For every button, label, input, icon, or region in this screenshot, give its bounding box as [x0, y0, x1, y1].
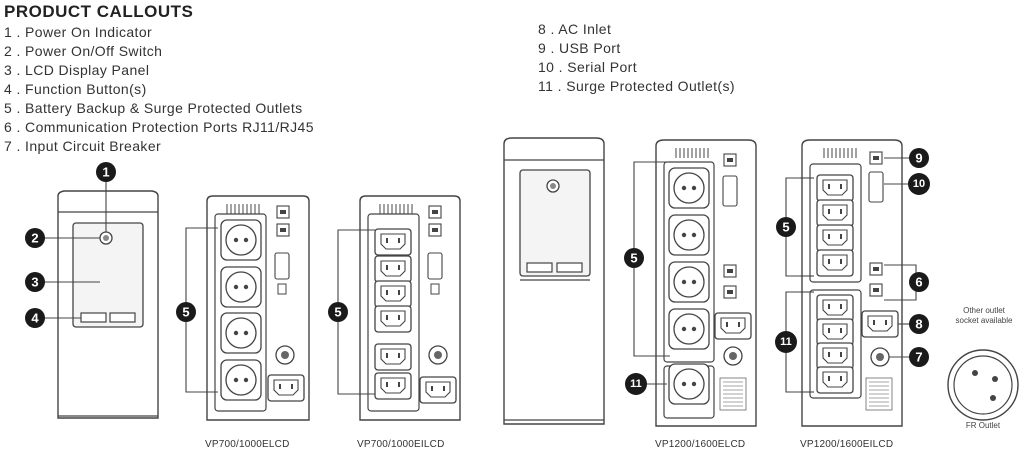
ups-rear-eilcd-large: [785, 139, 917, 427]
callout-list-left: 1 . Power On Indicator 2 . Power On/Off …: [4, 23, 314, 156]
callout-bubble-10: 10: [908, 173, 930, 195]
svg-text:11: 11: [630, 378, 642, 390]
fr-outlet-caption: FR Outlet: [965, 421, 1001, 430]
svg-text:6: 6: [915, 275, 922, 290]
callout-item: 1 . Power On Indicator: [4, 24, 153, 40]
ups-front-small: [44, 180, 159, 419]
callout-bubble-8: 8: [909, 314, 929, 334]
fr-outlet: [947, 349, 1019, 421]
svg-text:11: 11: [780, 336, 792, 348]
callout-item: 2 . Power On/Off Switch: [4, 43, 163, 59]
svg-text:5: 5: [334, 305, 341, 320]
svg-text:10: 10: [913, 178, 925, 190]
svg-text:8: 8: [915, 317, 922, 332]
callout-item: 10 . Serial Port: [538, 59, 637, 75]
ups-rear-elcd-small: [185, 195, 310, 421]
svg-text:5: 5: [182, 305, 189, 320]
model-caption: VP700/1000EILCD: [357, 439, 445, 450]
other-outlet-note: Other outlet socket available: [955, 306, 1013, 325]
svg-text:7: 7: [915, 350, 922, 365]
callout-item: 6 . Communication Protection Ports RJ11/…: [4, 119, 314, 135]
callout-list-right: 8 . AC Inlet 9 . USB Port 10 . Serial Po…: [538, 20, 735, 96]
svg-text:5: 5: [782, 220, 789, 235]
svg-text:1: 1: [102, 165, 109, 180]
svg-text:3: 3: [31, 275, 38, 290]
model-caption: VP1200/1600ELCD: [655, 439, 746, 450]
callout-item: 7 . Input Circuit Breaker: [4, 138, 162, 154]
callout-bubble-5: 5: [776, 217, 796, 237]
callout-item: 4 . Function Button(s): [4, 81, 147, 97]
callout-bubble-11: 11: [775, 331, 797, 353]
callout-bubble-1: 1: [96, 162, 116, 182]
callout-bubble-4: 4: [25, 308, 45, 328]
callout-item: 3 . LCD Display Panel: [4, 62, 150, 78]
svg-text:9: 9: [915, 151, 922, 166]
callout-bubble-5: 5: [624, 248, 644, 268]
model-caption: VP700/1000ELCD: [205, 439, 290, 450]
ups-rear-eilcd-small: [337, 195, 461, 421]
callout-bubble-7: 7: [909, 347, 929, 367]
ups-rear-elcd-large: [633, 139, 757, 427]
callout-bubble-5: 5: [176, 302, 196, 322]
callout-bubble-5: 5: [328, 302, 348, 322]
callout-bubble-9: 9: [909, 148, 929, 168]
callout-item: 9 . USB Port: [538, 40, 621, 56]
callout-bubble-2: 2: [25, 228, 45, 248]
svg-text:2: 2: [31, 231, 38, 246]
callout-item: 11 . Surge Protected Outlet(s): [538, 78, 735, 94]
model-caption: VP1200/1600EILCD: [800, 439, 894, 450]
callout-bubbles: 1 2 3 4 5 5 5 11 5 11 9 10 6 8 7: [25, 148, 930, 395]
callout-item: 8 . AC Inlet: [538, 21, 612, 37]
page-title: PRODUCT CALLOUTS: [4, 2, 194, 21]
callout-item: 5 . Battery Backup & Surge Protected Out…: [4, 100, 303, 116]
ups-front-large: [503, 137, 605, 425]
svg-text:5: 5: [630, 251, 637, 266]
callout-bubble-3: 3: [25, 272, 45, 292]
callout-bubble-11: 11: [625, 373, 647, 395]
svg-text:4: 4: [31, 311, 39, 326]
callout-bubble-6: 6: [909, 272, 929, 292]
